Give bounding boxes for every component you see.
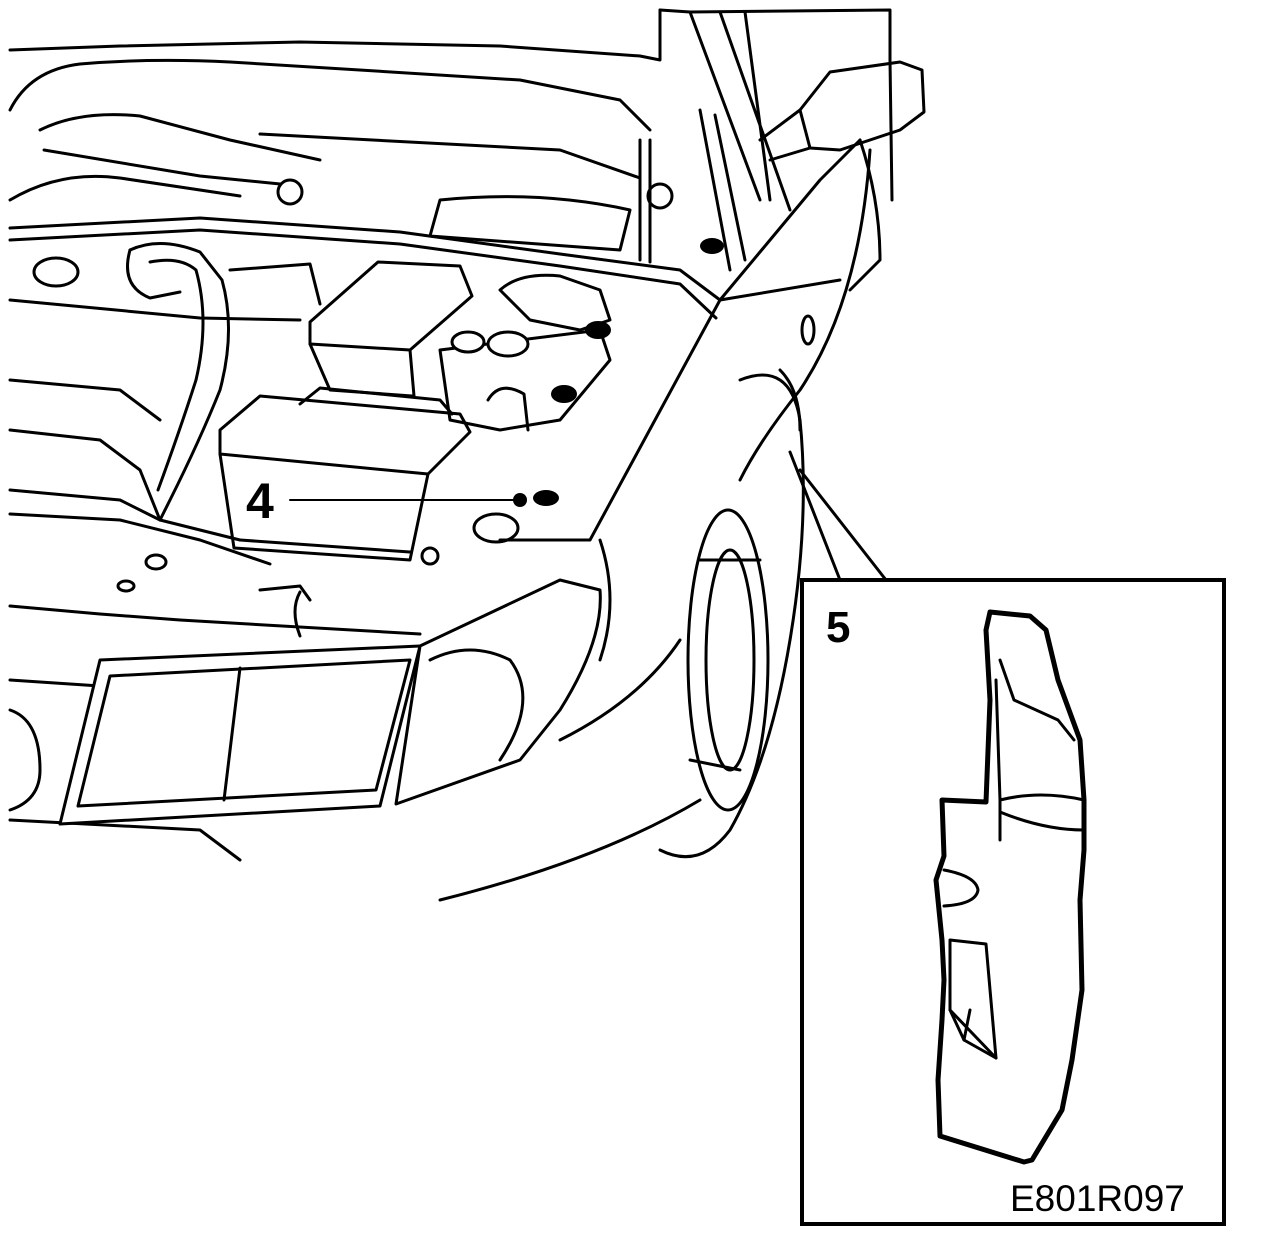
bonnet-outline — [8, 8, 892, 212]
callout-label-4: 4 — [246, 473, 274, 529]
inset-frame — [800, 578, 1226, 1226]
callout-5-leader — [788, 450, 888, 582]
headlamp — [58, 578, 602, 826]
callout-label-5: 5 — [826, 603, 851, 652]
fuse-box — [308, 260, 474, 398]
cowl-panel — [8, 138, 722, 320]
figure-reference-code: E801R097 — [1010, 1178, 1185, 1219]
bolt-markers — [533, 238, 724, 506]
windscreen-pillar — [698, 58, 894, 292]
front-wheel — [658, 373, 805, 859]
coolant-reservoir — [438, 273, 612, 544]
front-wing — [498, 138, 872, 662]
callout-4-leader — [289, 493, 527, 507]
door-mirror — [758, 60, 926, 162]
engine-components — [8, 241, 322, 542]
bumper-bracket-detail — [933, 609, 1087, 1165]
